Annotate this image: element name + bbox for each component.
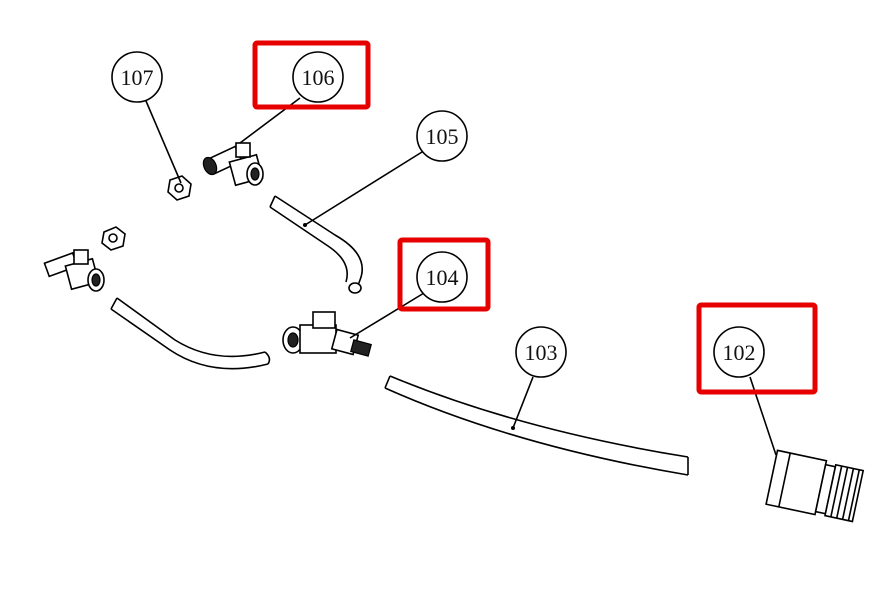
callout-label: 105 (426, 124, 459, 149)
callout-label: 103 (525, 340, 558, 365)
nut-107 (101, 175, 192, 251)
elbow-fitting-106 (202, 142, 264, 187)
highlight-box-106 (252, 40, 371, 110)
callout-103: 103 (515, 326, 567, 378)
hose-103 (384, 375, 689, 476)
callout-label: 106 (302, 65, 335, 90)
bent-hose-105 (269, 195, 363, 294)
callout-label: 102 (723, 340, 756, 365)
tee-valve-104 (282, 311, 372, 357)
quick-coupler-102 (765, 449, 865, 523)
bent-hose-lower (110, 297, 271, 370)
callout-label: 107 (121, 65, 154, 90)
elbow-fitting-106-b (43, 249, 105, 292)
callout-106: 106 (292, 51, 344, 103)
callout-107: 107 (111, 51, 163, 103)
highlight-box-102 (696, 302, 818, 395)
callout-104: 104 (416, 251, 468, 303)
callout-105: 105 (416, 110, 468, 162)
callout-label: 104 (426, 265, 459, 290)
highlight-box-104 (397, 237, 491, 312)
callout-102: 102 (713, 326, 765, 378)
